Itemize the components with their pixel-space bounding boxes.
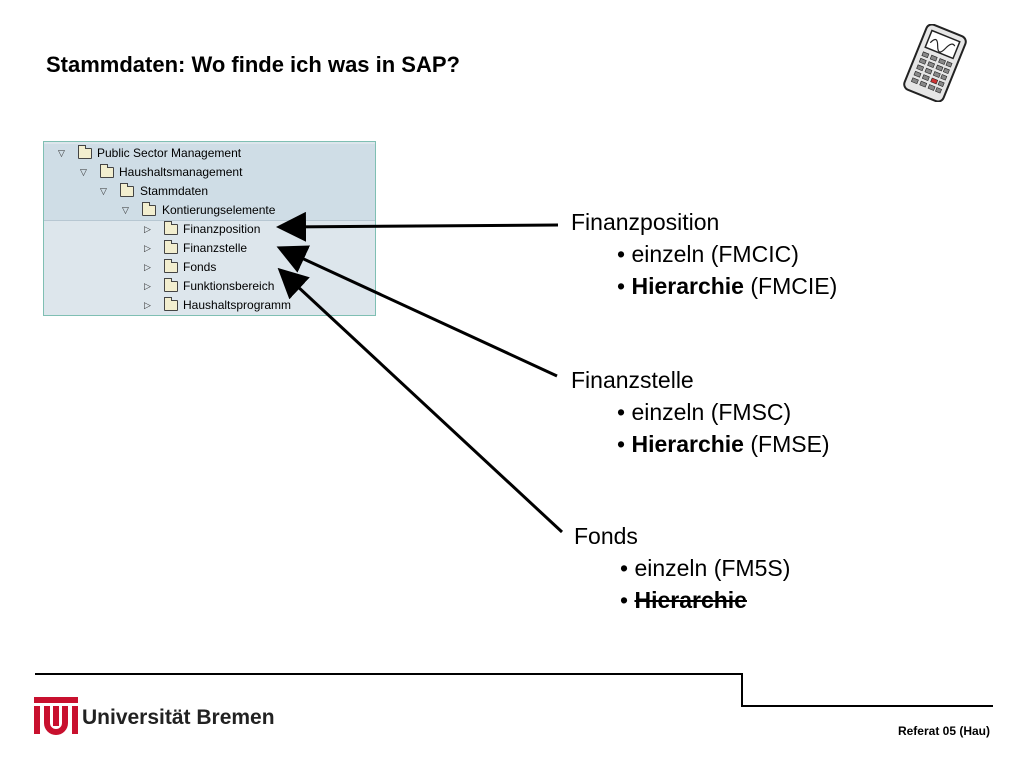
group-heading: Finanzposition <box>571 209 720 235</box>
bold-term: Hierarchie <box>631 273 744 299</box>
collapsed-triangle-icon[interactable]: ▷ <box>144 262 151 272</box>
folder-icon <box>100 164 114 178</box>
university-logo-icon <box>34 697 78 735</box>
tree-node-label: Funktionsbereich <box>183 279 275 293</box>
bullet-mark: • <box>620 587 635 613</box>
list-item: • einzeln (FMSC) <box>617 399 792 425</box>
bullet-mark: • <box>617 273 632 299</box>
collapsed-triangle-icon[interactable]: ▷ <box>144 243 151 253</box>
tree-node-label: Haushaltsprogramm <box>183 298 292 312</box>
footer-rule-step <box>741 673 743 707</box>
transaction-code: (FMSE) <box>743 431 830 457</box>
collapsed-triangle-icon[interactable]: ▷ <box>144 281 151 291</box>
bullet-mark: • <box>617 431 632 457</box>
tree-node-label: Stammdaten <box>140 184 209 198</box>
tree-node-public-sector-management[interactable]: ▽ Public Sector Management <box>44 144 375 163</box>
folder-icon <box>164 221 178 235</box>
tree-node-kontierungselemente[interactable]: ▽ Kontierungselemente <box>44 201 375 220</box>
expanded-triangle-icon[interactable]: ▽ <box>58 148 65 158</box>
folder-icon <box>164 240 178 254</box>
group-finanzposition: Finanzposition • einzeln (FMCIC) • Hiera… <box>571 206 837 302</box>
bold-term: Hierarchie <box>631 431 744 457</box>
transaction-code: (FMCIE) <box>743 273 838 299</box>
folder-icon <box>164 278 178 292</box>
tree-node-finanzstelle[interactable]: ▷ Finanzstelle <box>44 239 375 258</box>
folder-icon <box>78 145 92 159</box>
list-item: • Hierarchie <box>574 584 790 616</box>
struck-term: Hierarchie <box>634 587 747 613</box>
collapsed-triangle-icon[interactable]: ▷ <box>144 224 151 234</box>
list-item: • einzeln (FM5S) <box>620 555 791 581</box>
folder-icon <box>164 297 178 311</box>
slide-title: Stammdaten: Wo finde ich was in SAP? <box>46 52 460 77</box>
expanded-triangle-icon[interactable]: ▽ <box>122 205 129 215</box>
group-heading: Fonds <box>574 523 638 549</box>
group-finanzstelle: Finanzstelle • einzeln (FMSC) • Hierarch… <box>571 364 830 460</box>
tree-node-stammdaten[interactable]: ▽ Stammdaten <box>44 182 375 201</box>
group-fonds: Fonds • einzeln (FM5S) • Hierarchie <box>574 520 790 616</box>
collapsed-triangle-icon[interactable]: ▷ <box>144 300 151 310</box>
tree-node-label: Finanzstelle <box>183 241 248 255</box>
tree-node-finanzposition[interactable]: ▷ Finanzposition <box>44 220 375 239</box>
university-name: Universität Bremen <box>82 706 275 729</box>
group-heading: Finanzstelle <box>571 367 694 393</box>
expanded-triangle-icon[interactable]: ▽ <box>80 167 87 177</box>
tree-node-label: Fonds <box>183 260 217 274</box>
tree-node-fonds[interactable]: ▷ Fonds <box>44 258 375 277</box>
footer-rule-right <box>741 705 993 707</box>
calculator-icon <box>903 24 967 102</box>
folder-icon <box>164 259 178 273</box>
tree-node-label: Kontierungselemente <box>162 203 276 217</box>
tree-node-label: Haushaltsmanagement <box>119 165 243 179</box>
expanded-triangle-icon[interactable]: ▽ <box>100 186 107 196</box>
footer-rule <box>35 673 742 675</box>
tree-node-label: Public Sector Management <box>97 146 242 160</box>
footer-text: Referat 05 (Hau) <box>897 724 990 738</box>
tree-node-label: Finanzposition <box>183 222 261 236</box>
list-item: • einzeln (FMCIC) <box>617 241 799 267</box>
folder-icon <box>120 183 134 197</box>
list-item: • Hierarchie (FMCIE) <box>571 270 837 302</box>
tree-node-funktionsbereich[interactable]: ▷ Funktionsbereich <box>44 277 375 296</box>
sap-tree-panel: ▽ Public Sector Management ▽ Haushaltsma… <box>43 141 376 316</box>
folder-icon <box>142 202 156 216</box>
list-item: • Hierarchie (FMSE) <box>571 428 830 460</box>
tree-node-haushaltsmanagement[interactable]: ▽ Haushaltsmanagement <box>44 163 375 182</box>
tree-node-haushaltsprogramm[interactable]: ▷ Haushaltsprogramm <box>44 296 375 315</box>
